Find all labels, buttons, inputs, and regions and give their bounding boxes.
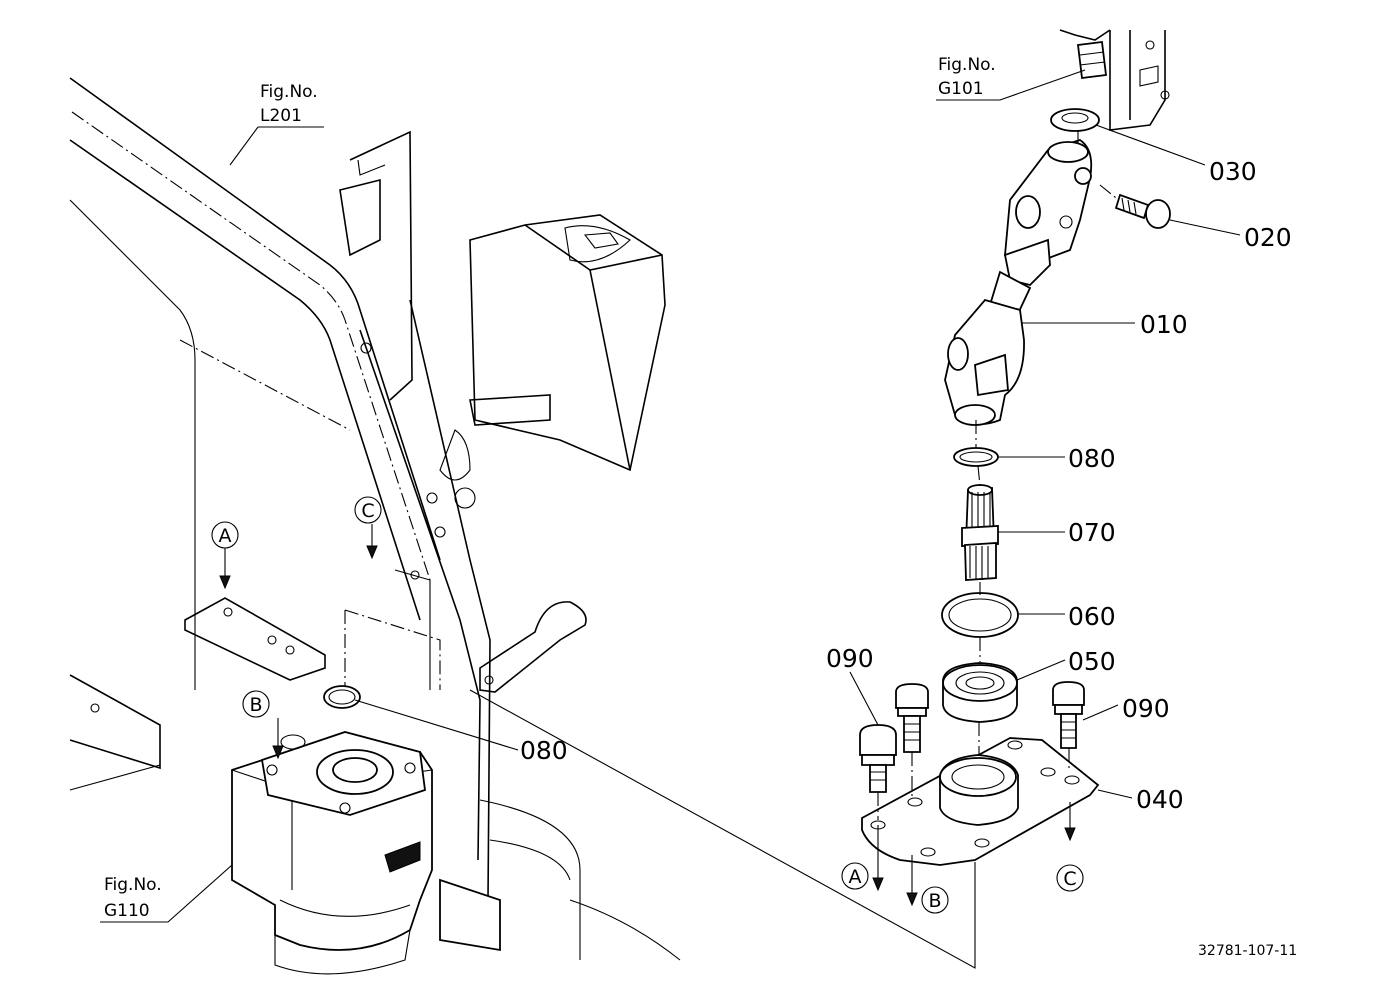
steering-column <box>1059 29 1170 131</box>
bolt-020 <box>1114 193 1171 229</box>
figure-ref-prefix: Fig.No. <box>104 875 162 895</box>
part-label-080-left: 080 <box>520 736 568 765</box>
marker-b-right: B <box>921 886 949 914</box>
snap-ring-080-left <box>323 685 361 709</box>
leader-lines <box>100 69 1241 923</box>
part-label-030: 030 <box>1209 157 1257 186</box>
part-label-070: 070 <box>1068 518 1116 547</box>
figure-ref-g110: Fig.No. G110 <box>104 875 162 921</box>
figure-ref-g101: Fig.No. G101 <box>938 55 996 99</box>
document-number: 32781-107-11 <box>1198 943 1297 959</box>
universal-joint-shaft-010 <box>944 139 1093 426</box>
marker-c-right: C <box>1056 864 1084 892</box>
part-label-060: 060 <box>1068 602 1116 631</box>
washer-030 <box>1050 108 1100 132</box>
marker-letter: A <box>849 866 862 888</box>
part-label-090-right: 090 <box>1122 694 1170 723</box>
part-label-010: 010 <box>1140 310 1188 339</box>
marker-letter: A <box>219 525 232 547</box>
part-label-080-right: 080 <box>1068 444 1116 473</box>
figure-ref-l201: Fig.No. L201 <box>260 82 318 126</box>
figure-ref-code: G110 <box>104 901 150 921</box>
marker-letter: C <box>1063 868 1076 890</box>
marker-b-left: B <box>242 690 270 718</box>
figure-ref-code: G101 <box>938 79 984 99</box>
snap-ring-080-right <box>953 447 999 467</box>
flange-plate-040 <box>861 737 1100 866</box>
assembly-centerlines <box>469 130 1117 969</box>
direction-arrows <box>219 524 1076 907</box>
bearing-050 <box>942 662 1018 723</box>
hydraulic-pump <box>231 731 681 975</box>
bolt-090-right <box>1052 681 1085 749</box>
figure-ref-prefix: Fig.No. <box>938 55 996 75</box>
bolt-090-left <box>859 724 897 793</box>
part-label-040: 040 <box>1136 785 1184 814</box>
part-label-090-left: 090 <box>826 644 874 673</box>
marker-a-right: A <box>841 862 869 890</box>
marker-c-left: C <box>354 496 382 524</box>
frame-structure <box>69 77 666 901</box>
marker-letter: B <box>928 890 941 912</box>
figure-ref-prefix: Fig.No. <box>260 82 318 102</box>
marker-letter: C <box>361 500 374 522</box>
figure-ref-code: L201 <box>260 106 302 126</box>
part-label-020: 020 <box>1244 223 1292 252</box>
bolt-090-middle <box>895 683 929 753</box>
part-label-050: 050 <box>1068 647 1116 676</box>
snap-ring-060 <box>941 592 1019 638</box>
marker-letter: B <box>249 694 262 716</box>
splined-shaft-070 <box>961 484 999 581</box>
marker-a-left: A <box>211 521 239 549</box>
